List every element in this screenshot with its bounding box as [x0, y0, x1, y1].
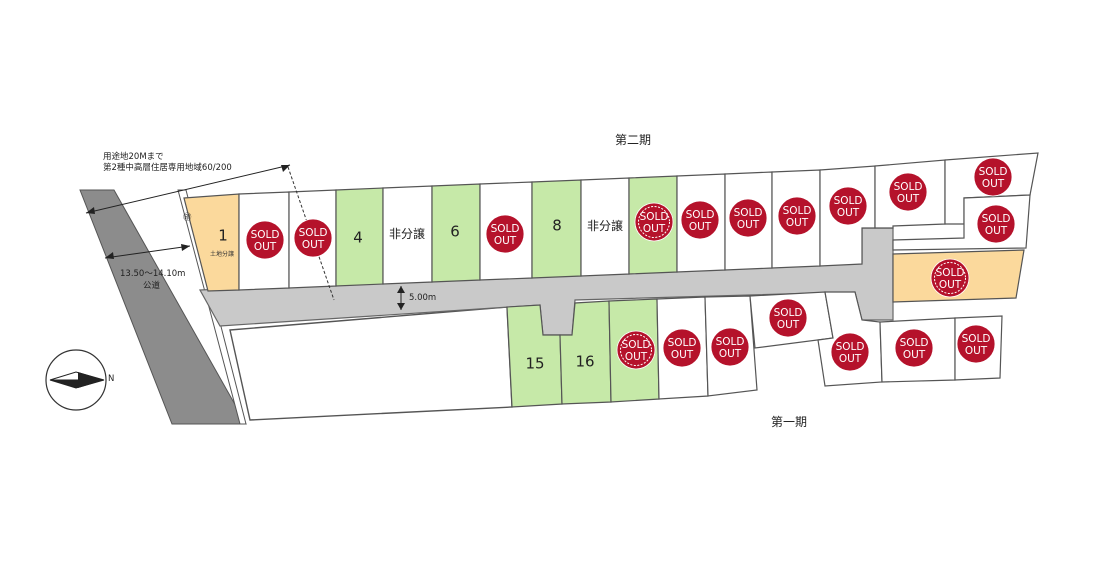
zoning-dimension-line	[85, 164, 291, 214]
sold-out-text-line2: OUT	[903, 349, 926, 361]
lot-9-not-for-sale: 非分譲	[587, 218, 623, 233]
sold-out-text-line2: OUT	[719, 348, 742, 360]
sold-out-text-line2: OUT	[254, 241, 277, 253]
sold-out-text-line1: SOLD	[834, 195, 863, 207]
sold-out-text-line1: SOLD	[668, 337, 697, 349]
sold-out-text-line2: OUT	[897, 193, 920, 205]
compass-icon: N	[45, 349, 114, 411]
sold-out-text-line2: OUT	[985, 225, 1008, 237]
public-road-arrow-right	[181, 244, 190, 251]
sold-out-text-line1: SOLD	[299, 227, 328, 239]
private-road-arrow-top	[397, 286, 405, 293]
sold-out-text-line2: OUT	[777, 319, 800, 331]
zoning-arrow-right	[281, 165, 290, 172]
small-mark: ㊞	[183, 213, 192, 223]
sold-out-text-line1: SOLD	[783, 205, 812, 217]
sold-out-text-line2: OUT	[837, 207, 860, 219]
compass-label: N	[108, 374, 114, 384]
sold-out-text-line2: OUT	[965, 345, 988, 357]
sold-out-text-line1: SOLD	[491, 223, 520, 235]
phase-two-label: 第二期	[615, 133, 651, 147]
sold-out-text-line2: OUT	[302, 239, 325, 251]
sold-out-text-line1: SOLD	[774, 307, 803, 319]
zoning-arrow-left	[86, 207, 95, 214]
sold-out-text-line1: SOLD	[716, 336, 745, 348]
sold-out-text-line2: OUT	[494, 235, 517, 247]
lot-1-note: 土地分譲	[210, 250, 234, 258]
lot-6-number: 6	[450, 223, 460, 241]
sold-out-text-line1: SOLD	[686, 209, 715, 221]
sold-out-text-line1: SOLD	[962, 333, 991, 345]
lot-15-number: 15	[525, 355, 544, 373]
large-lot-south	[229, 306, 513, 421]
private-road-arrow-bottom	[397, 303, 405, 310]
sold-out-text-line1: SOLD	[734, 207, 763, 219]
sold-out-text-line1: SOLD	[622, 339, 651, 351]
sold-out-text-line1: SOLD	[979, 166, 1008, 178]
public-road-arrow-left	[105, 252, 114, 259]
public-road-label: 公道	[143, 280, 161, 291]
sold-out-text-line2: OUT	[939, 279, 962, 291]
sold-out-text-line2: OUT	[689, 221, 712, 233]
phase-one-label: 第一期	[771, 415, 807, 429]
lot-8-number: 8	[552, 217, 562, 235]
sold-out-text-line1: SOLD	[640, 211, 669, 223]
sold-out-text-line1: SOLD	[900, 337, 929, 349]
private-road-width: 5.00m	[409, 293, 436, 303]
sold-out-text-line1: SOLD	[251, 229, 280, 241]
sold-out-text-line1: SOLD	[982, 213, 1011, 225]
sold-out-text-line2: OUT	[625, 351, 648, 363]
lot-5-not-for-sale: 非分譲	[389, 226, 425, 241]
lot-1-number: 1	[218, 227, 228, 245]
sold-out-text-line2: OUT	[737, 219, 760, 231]
sold-out-text-line2: OUT	[671, 349, 694, 361]
sold-out-text-line2: OUT	[839, 353, 862, 365]
lot-16-number: 16	[575, 353, 594, 371]
sold-out-badges: SOLDOUTSOLDOUTSOLDOUTSOLDOUTSOLDOUTSOLDO…	[245, 157, 1016, 372]
sold-out-text-line2: OUT	[786, 217, 809, 229]
sold-out-text-line1: SOLD	[836, 341, 865, 353]
sold-out-text-line2: OUT	[643, 223, 666, 235]
zoning-note-line1: 用途地20Mまで	[103, 151, 164, 162]
lot-4-number: 4	[353, 229, 363, 247]
sold-out-text-line1: SOLD	[894, 181, 923, 193]
public-road-width-line	[104, 245, 191, 259]
sold-out-text-line1: SOLD	[936, 267, 965, 279]
zoning-note-line2: 第2種中高層住居専用地域60/200	[103, 162, 232, 173]
sold-out-text-line2: OUT	[982, 178, 1005, 190]
public-road-width: 13.50～14.10m	[120, 269, 185, 279]
